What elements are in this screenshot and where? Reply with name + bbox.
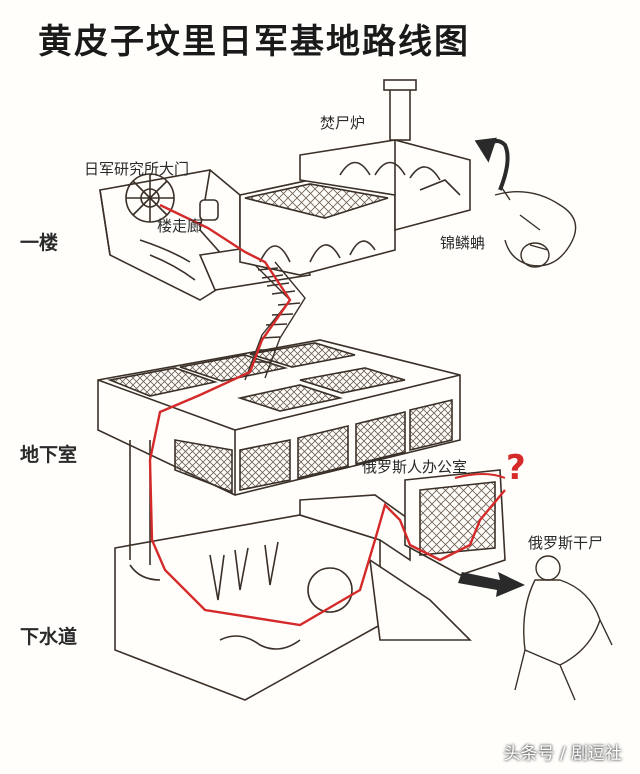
label-sewer: 下水道 (20, 626, 78, 648)
page-title: 黄皮子坟里日军基地路线图 (38, 22, 470, 62)
label-floor1: 一楼 (20, 232, 59, 254)
mummy-illustration (514, 555, 613, 701)
arrow-to-mummy-icon (458, 572, 525, 597)
label-russian-mummy: 俄罗斯干尸 (528, 534, 604, 552)
route-line (148, 203, 506, 627)
curved-arrow-icon (474, 137, 510, 191)
question-mark-icon: ? (506, 448, 526, 488)
label-russian-office: 俄罗斯人办公室 (362, 458, 468, 476)
centipede-illustration (494, 184, 577, 268)
label-incinerator: 焚尸炉 (320, 114, 366, 132)
label-gate: 日军研究所大门 (84, 160, 190, 178)
label-corridor: 楼走廊 (157, 217, 203, 235)
stairs (244, 261, 306, 381)
label-basement: 地下室 (20, 444, 78, 466)
watermark: 头条号 / 剧逗社 (503, 744, 622, 764)
basement (97, 339, 461, 496)
sewer (114, 440, 506, 701)
label-centipede: 锦鳞蚺 (440, 234, 486, 252)
first-floor (99, 79, 471, 301)
gate-wheel (125, 173, 175, 223)
